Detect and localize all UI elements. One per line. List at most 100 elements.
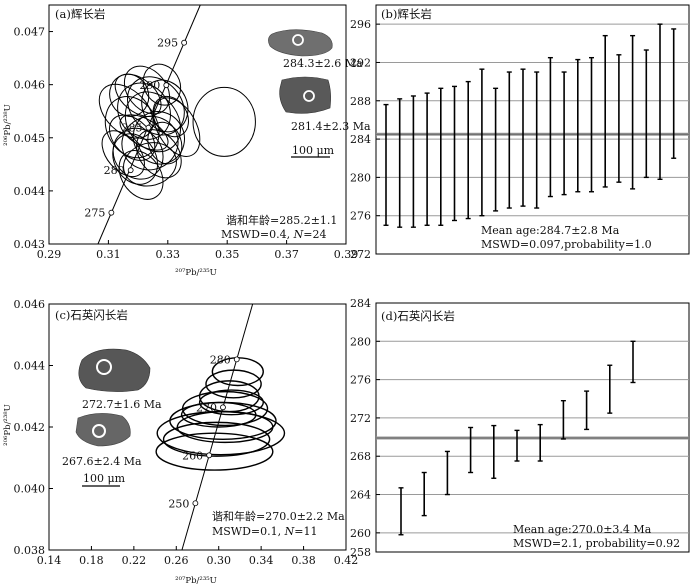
grain-age-label: 267.6±2.4 Ma	[62, 455, 142, 468]
y-tick-label: 284	[350, 133, 371, 146]
y-tick-label: 284	[350, 297, 371, 310]
concordia-age-label: 270	[196, 401, 217, 414]
x-tick-label: 0.14	[37, 554, 62, 567]
error-ellipse	[118, 150, 164, 200]
error-ellipse	[162, 421, 271, 457]
x-tick-label: 0.29	[37, 248, 62, 261]
y-tick-label: 0.046	[14, 298, 46, 311]
y-tick-label: 268	[350, 450, 371, 463]
x-tick-label: 0.35	[215, 248, 240, 261]
concordia-age-result: 谐和年龄=285.2±1.1	[226, 213, 337, 227]
error-ellipse	[123, 65, 171, 115]
y-tick-label: 0.045	[14, 132, 46, 145]
error-ellipse	[121, 115, 179, 171]
y-tick-label: 264	[350, 489, 371, 502]
concordia-age-label: 280	[104, 164, 125, 177]
zircon-grain-image	[279, 76, 331, 114]
concordia-age-marker	[145, 124, 152, 131]
panel-label: (a)辉长岩	[55, 7, 105, 21]
y-tick-label: 272	[350, 412, 371, 425]
error-ellipse	[198, 389, 264, 416]
concordia-age-label: 260	[182, 449, 203, 462]
concordia-age-label: 285	[121, 122, 142, 135]
mswd-n-result: MSWD=0.1, N=11	[212, 525, 317, 538]
grain-age-label: 281.4±2.3 Ma	[291, 120, 371, 133]
concordia-age-marker	[127, 167, 134, 174]
y-tick-label: 280	[350, 335, 371, 348]
plot-frame	[375, 4, 690, 255]
concordia-age-label: 295	[157, 37, 178, 50]
x-tick-label: 0.34	[249, 554, 274, 567]
concordia-age-marker	[220, 404, 226, 411]
zircon-grain-image	[78, 348, 151, 392]
y-axis-label: ²⁰⁶Pb/²³⁸U	[3, 104, 13, 146]
y-tick-label: 0.042	[14, 421, 46, 434]
concordia-age-label: 280	[210, 353, 231, 366]
y-tick-label: 0.043	[14, 238, 46, 251]
x-tick-label: 0.42	[334, 554, 359, 567]
error-ellipse	[142, 63, 182, 106]
y-tick-label: 292	[350, 56, 371, 69]
zircon-grain-image	[75, 413, 131, 447]
error-bars	[398, 340, 636, 536]
y-tick-label: 0.046	[14, 79, 46, 92]
concordia-age-marker	[206, 452, 213, 459]
panel-label: (b)辉长岩	[381, 7, 432, 21]
mean-age-result: Mean age:270.0±3.4 Ma	[513, 523, 652, 536]
zircon-grain-image	[268, 29, 333, 57]
grid-lines	[376, 340, 689, 534]
y-tick-label: 0.044	[14, 360, 46, 373]
concordia-age-points: 250 260 270 280	[168, 353, 240, 510]
y-tick-label: 276	[350, 374, 371, 387]
y-tick-label: 276	[350, 210, 371, 223]
y-axis-label: ²⁰⁶Pb/²³⁸U	[3, 404, 13, 446]
scale-bar-label: 100 μm	[292, 144, 335, 157]
y-tick-label: 272	[350, 248, 371, 261]
concordia-age-label: 275	[84, 207, 105, 220]
y-tick-label: 280	[350, 171, 371, 184]
error-ellipse	[176, 410, 274, 444]
y-tick-label: 0.044	[14, 185, 46, 198]
y-tick-label: 0.040	[14, 483, 46, 496]
error-ellipse	[123, 142, 177, 187]
y-tick-label: 0.047	[14, 26, 46, 39]
x-tick-label: 0.38	[291, 554, 316, 567]
x-axis-label: ²⁰⁷Pb/²³⁵U	[175, 576, 217, 586]
mswd-n-result: MSWD=0.4, N=24	[221, 228, 326, 241]
y-tick-label: 296	[350, 18, 371, 31]
error-ellipse	[114, 73, 162, 117]
error-ellipse	[127, 76, 185, 136]
error-ellipse	[192, 86, 256, 157]
concordia-age-label: 250	[168, 497, 189, 510]
scale-bar-label: 100 μm	[83, 472, 126, 485]
plot-frame	[375, 302, 690, 553]
x-tick-label: 0.18	[79, 554, 104, 567]
error-bars	[383, 23, 677, 228]
concordia-line	[181, 303, 254, 551]
concordia-age-marker	[233, 356, 240, 363]
error-ellipse	[112, 133, 159, 185]
y-tick-label: 0.038	[14, 544, 46, 557]
concordia-age-marker	[192, 500, 199, 507]
error-ellipse	[155, 432, 274, 471]
mswd-probability-result: MSWD=0.097,probability=1.0	[481, 238, 652, 251]
grid-lines	[376, 23, 689, 217]
error-ellipse	[109, 73, 150, 117]
grain-age-label: 272.7±1.6 Ma	[82, 398, 162, 411]
grain-age-label: 284.3±2.6 Ma	[283, 57, 363, 70]
y-tick-label: 260	[350, 527, 371, 540]
x-tick-label: 0.22	[122, 554, 147, 567]
y-tick-label: 288	[350, 95, 371, 108]
concordia-age-marker	[108, 209, 115, 216]
axis-ticks: 272 276 280 284 288 292 296	[350, 18, 380, 261]
x-tick-label: 0.31	[96, 248, 121, 261]
error-ellipse	[109, 114, 156, 161]
x-tick-label: 0.39	[334, 248, 359, 261]
panel-label: (d)石英闪长岩	[381, 309, 455, 323]
x-tick-label: 0.30	[206, 554, 231, 567]
